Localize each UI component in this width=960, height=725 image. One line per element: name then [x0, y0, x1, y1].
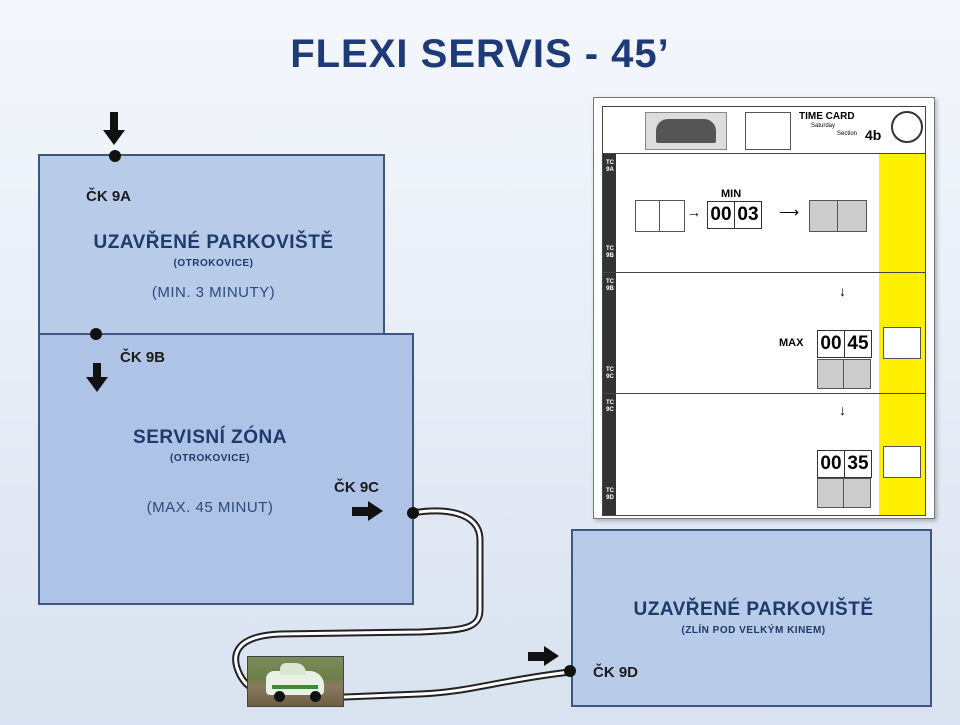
- grey-box: [843, 478, 871, 508]
- max-label: MAX: [779, 337, 804, 349]
- time-box: [635, 200, 661, 232]
- checkpoint-9a-dot: [109, 150, 121, 162]
- time-card-section-1: TC 9A TC 9B → MIN 00 03 ⟶: [602, 153, 926, 274]
- section-side-bar: TC 9B TC 9C: [603, 273, 616, 394]
- down-arrow-icon: [86, 363, 108, 392]
- checkpoint-9b-label: ČK 9B: [120, 349, 166, 366]
- arrow-down-icon: ↓: [839, 402, 846, 418]
- parc-ferme-min-time: (MIN. 3 MINUTY): [151, 284, 276, 301]
- slide-title: FLEXI SERVIS - 45’: [290, 32, 670, 76]
- time-card: TIME CARD Saturday Section 4b TC 9A TC 9…: [593, 97, 935, 519]
- arrow-right-icon: →: [687, 204, 701, 220]
- grey-box: [843, 359, 871, 389]
- parc-ferme-location: (OTROKOVICE): [173, 258, 254, 269]
- service-zone-location: (OTROKOVICE): [170, 453, 250, 464]
- grey-box: [817, 359, 845, 389]
- side-label-bottom: TC 9B: [606, 246, 614, 259]
- time-card-header: TIME CARD Saturday Section 4b: [602, 106, 926, 155]
- down-arrow-icon: [103, 112, 125, 145]
- time-card-section-number: 4b: [865, 127, 882, 143]
- time-card-section-2: TC 9B TC 9C ↓ MAX 00 45: [602, 272, 926, 395]
- side-label-top: TC 9A: [606, 160, 614, 173]
- checkpoint-9c-dot: [407, 507, 419, 519]
- seal-icon: [891, 111, 923, 143]
- time-box: [659, 200, 685, 232]
- arrow-right-icon: ⟶: [779, 204, 800, 220]
- grey-box: [809, 200, 839, 232]
- time-card-day: Saturday: [811, 123, 836, 129]
- checkpoint-9d-dot: [564, 665, 576, 677]
- parc-ferme-title: UZAVŘENÉ PARKOVIŠTĚ: [93, 232, 334, 253]
- wheel-icon: [310, 691, 321, 702]
- digit-box: 45: [844, 330, 872, 358]
- digit-box: 00: [707, 201, 735, 229]
- digit-box: 03: [734, 201, 762, 229]
- section-side-bar: TC 9C TC 9D: [603, 394, 616, 515]
- digit-box: 00: [817, 330, 845, 358]
- yellow-column: [879, 154, 925, 273]
- grey-box: [817, 478, 845, 508]
- service-zone-title: SERVISNÍ ZÓNA: [133, 427, 287, 448]
- parc-ferme-zlin-title: UZAVŘENÉ PARKOVIŠTĚ: [633, 599, 874, 620]
- time-card-section-3: TC 9C TC 9D ↓ 00 35: [602, 393, 926, 516]
- arrow-down-icon: ↓: [839, 283, 846, 299]
- digit-box: 35: [844, 450, 872, 478]
- grey-box: [837, 200, 867, 232]
- wheel-icon: [274, 691, 285, 702]
- min-label: MIN: [721, 188, 742, 200]
- service-zone-max-time: (MAX. 45 MINUT): [146, 499, 274, 516]
- time-box: [883, 446, 921, 478]
- section-side-bar: TC 9A TC 9B: [603, 154, 616, 273]
- checkpoint-9a-label: ČK 9A: [86, 188, 132, 205]
- time-card-title: TIME CARD: [799, 111, 855, 122]
- checkpoint-9c-label: ČK 9C: [334, 479, 380, 496]
- parc-ferme-otrokovice-box: ČK 9A UZAVŘENÉ PARKOVIŠTĚ (OTROKOVICE) (…: [38, 154, 385, 335]
- rally-logo-icon: [645, 112, 727, 150]
- side-label-bottom: TC 9D: [606, 488, 614, 501]
- time-box: [883, 327, 921, 359]
- checkpoint-9d-label: ČK 9D: [593, 664, 639, 681]
- stamp-box: [745, 112, 791, 150]
- side-label-bottom: TC 9C: [606, 367, 614, 380]
- digit-box: 00: [817, 450, 845, 478]
- parc-ferme-zlin-box: UZAVŘENÉ PARKOVIŠTĚ (ZLÍN POD VELKÝM KIN…: [571, 529, 932, 707]
- right-arrow-icon: [528, 646, 559, 666]
- checkpoint-9b-dot: [90, 328, 102, 340]
- right-arrow-icon: [352, 501, 383, 521]
- parc-ferme-zlin-location: (ZLÍN POD VELKÝM KINEM): [681, 625, 826, 636]
- side-label-top: TC 9B: [606, 279, 614, 292]
- side-label-top: TC 9C: [606, 400, 614, 413]
- rally-car-photo: [247, 656, 344, 707]
- time-card-section-label: Section: [837, 131, 858, 137]
